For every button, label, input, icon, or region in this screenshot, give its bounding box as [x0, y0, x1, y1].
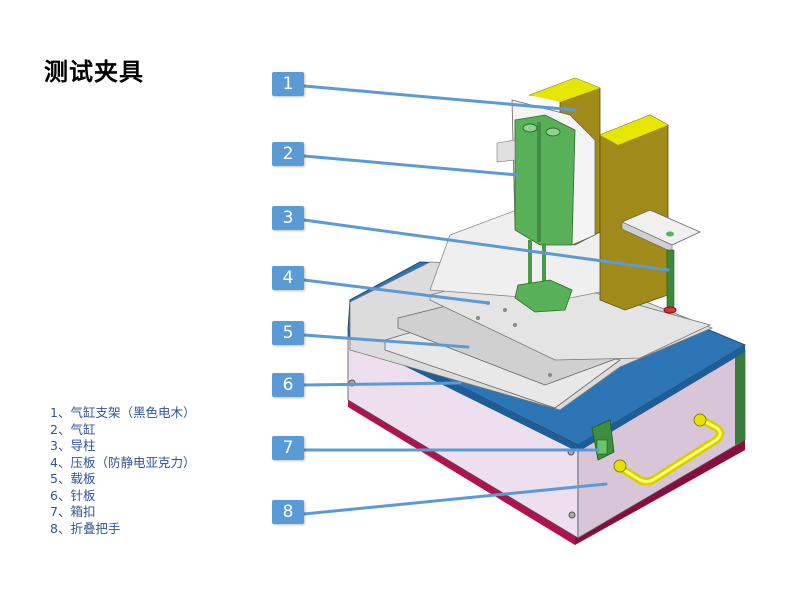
bracket-front — [599, 114, 669, 311]
guide-pillar-base — [663, 306, 677, 314]
callout-5: 5 — [272, 321, 304, 345]
leader-line-8 — [302, 482, 608, 516]
bracket-front-top — [600, 115, 668, 145]
legend-item-8: 8、折叠把手 — [50, 520, 121, 536]
screw-icon — [568, 511, 576, 519]
callout-7: 7 — [272, 436, 304, 460]
leader-line-1 — [302, 84, 577, 112]
legend-item-1: 1、气缸支架（黑色电木） — [50, 405, 196, 420]
folding-handle-highlight — [619, 417, 722, 484]
cylinder-rod — [528, 240, 532, 290]
parts-legend: 1、气缸支架（黑色电木） 2、气缸 3、导柱 4、压板（防静电亚克力） 5、载板… — [50, 405, 195, 537]
bracket-rear-top — [530, 78, 600, 102]
leader-line-5 — [302, 333, 470, 349]
leader-line-2 — [302, 154, 520, 177]
box-green-strip — [735, 350, 745, 445]
guide-pillar-port — [666, 231, 674, 237]
cylinder-port — [522, 123, 538, 133]
legend-item-6: 6、针板 — [50, 487, 96, 503]
hole-icon — [513, 323, 517, 327]
legend-item-5: 5、载板 — [50, 471, 96, 486]
leader-line-6 — [302, 381, 462, 387]
legend-item-3: 3、导柱 — [50, 438, 96, 453]
box-bottom-band-right — [575, 440, 745, 545]
cylinder-divider — [537, 122, 541, 242]
callout-6: 6 — [272, 373, 304, 397]
cylinder-rod — [542, 243, 546, 293]
hole-icon — [548, 373, 552, 377]
box-latch-clip — [596, 439, 608, 455]
callout-1: 1 — [272, 72, 304, 96]
leader-line-4 — [302, 278, 490, 305]
guide-pillar — [666, 249, 675, 309]
cylinder-body — [514, 114, 576, 246]
legend-item-7: 7、箱扣 — [50, 504, 96, 519]
legend-item-4: 4、压板（防静电亚克力） — [50, 454, 196, 470]
callout-2: 2 — [272, 142, 304, 166]
callout-8: 8 — [272, 500, 304, 524]
handle-mount-icon — [693, 413, 707, 427]
press-head — [514, 279, 573, 313]
hole-icon — [503, 308, 507, 312]
cylinder-port — [545, 127, 561, 137]
handle-mount-icon — [613, 459, 627, 473]
page-title: 测试夹具 — [44, 57, 144, 86]
callout-3: 3 — [272, 206, 304, 230]
leader-line-3 — [302, 218, 670, 272]
cylinder-side-block — [496, 139, 516, 163]
hole-icon — [476, 316, 480, 320]
legend-item-2: 2、气缸 — [50, 421, 96, 437]
callout-4: 4 — [272, 266, 304, 290]
